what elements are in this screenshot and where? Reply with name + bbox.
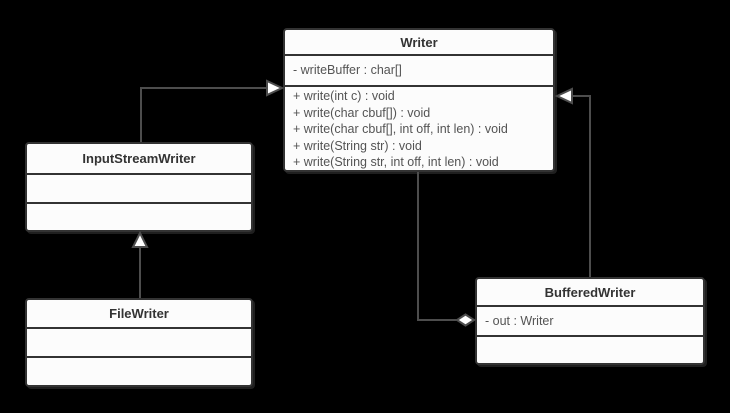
- class-title: InputStreamWriter: [82, 151, 196, 166]
- generalization-edge-filewriter-to-inputstreamwriter[interactable]: [131, 230, 149, 298]
- class-box-filewriter[interactable]: FileWriter: [25, 298, 253, 387]
- method-line: + write(char cbuf[]) : void: [293, 105, 431, 120]
- attributes-compartment-empty: [27, 327, 251, 356]
- method-line: + write(int c) : void: [293, 89, 395, 103]
- attributes-compartment: - writeBuffer : char[]: [285, 54, 553, 85]
- class-box-writer[interactable]: Writer - writeBuffer : char[] + write(in…: [283, 28, 555, 172]
- attribute-line: - writeBuffer : char[]: [293, 63, 402, 78]
- aggregation-edge-writer-to-bufferedwriter[interactable]: [417, 172, 476, 327]
- method-line: + write(char cbuf[], int off, int len) :…: [293, 122, 508, 137]
- class-box-inputstreamwriter[interactable]: InputStreamWriter: [25, 142, 253, 232]
- class-title: BufferedWriter: [544, 284, 636, 300]
- attribute-line: - out : Writer: [485, 313, 554, 328]
- method-line: + write(String str) : void: [293, 138, 422, 153]
- methods-compartment-empty: [27, 356, 251, 385]
- methods-compartment: + write(int c) : void + write(char cbuf[…: [285, 85, 553, 171]
- method-line: + write(String str, int off, int len) : …: [293, 155, 499, 170]
- class-title: FileWriter: [109, 306, 169, 321]
- attributes-compartment: - out : Writer: [477, 305, 703, 335]
- methods-compartment-empty: [27, 202, 251, 230]
- class-title: Writer: [400, 34, 438, 50]
- class-box-bufferedwriter[interactable]: BufferedWriter - out : Writer: [475, 277, 705, 365]
- hollow-triangle-arrowhead: [554, 87, 573, 105]
- methods-compartment-empty: [477, 335, 703, 363]
- hollow-triangle-arrowhead: [131, 230, 149, 248]
- attributes-compartment-empty: [27, 173, 251, 202]
- hollow-triangle-arrowhead: [266, 79, 285, 97]
- generalization-edge-inputstreamwriter-to-writer[interactable]: [140, 79, 285, 142]
- generalization-edge-bufferedwriter-to-writer[interactable]: [554, 87, 591, 277]
- hollow-diamond-arrowhead: [455, 313, 476, 327]
